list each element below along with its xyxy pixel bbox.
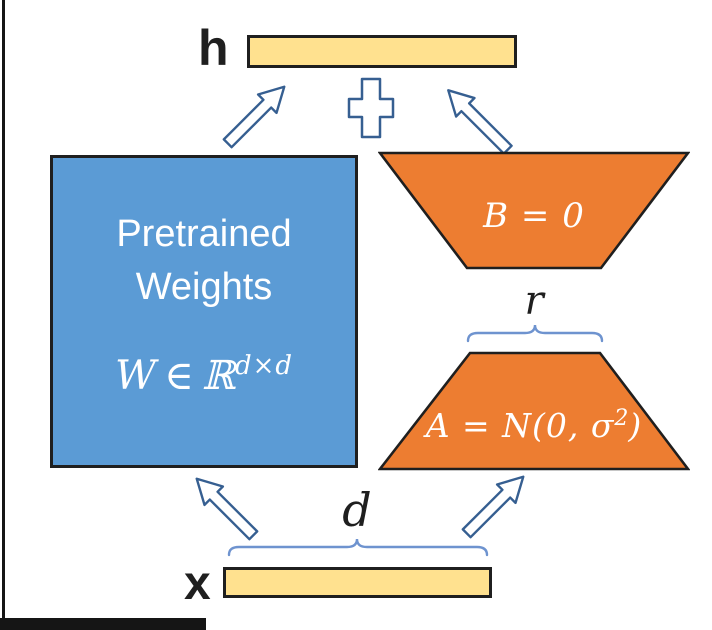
- arrow-pretrained-to-output-icon: [216, 75, 297, 156]
- rank-label: r: [524, 278, 544, 324]
- formula-variable: W: [114, 353, 157, 399]
- figure-left-border-line: [2, 0, 5, 630]
- pretrained-weights-formula: W∈ℝd×d: [53, 353, 355, 399]
- element-of-symbol: ∈: [164, 353, 194, 399]
- lora-a-matrix-trapezoid: A = N(0, σ2): [378, 351, 690, 471]
- pretrained-title-line2: Weights: [135, 266, 273, 308]
- input-dimension-brace-icon: [227, 537, 489, 562]
- pretrained-title-line1: Pretrained: [116, 213, 292, 255]
- input-vector-label: x: [184, 557, 211, 610]
- plus-icon: [347, 77, 395, 139]
- output-vector-bar: [247, 35, 517, 68]
- arrow-lora-to-output-icon: [436, 78, 519, 161]
- figure-bottom-crop-line: [0, 618, 206, 630]
- output-vector-label: h: [198, 20, 229, 76]
- pretrained-weights-box: Pretrained Weights W∈ℝd×d: [50, 155, 358, 468]
- arrow-input-to-pretrained-icon: [185, 467, 266, 548]
- lora-a-formula-main: A = N(0, σ: [425, 406, 615, 445]
- pretrained-weights-title: Pretrained Weights: [53, 208, 355, 314]
- real-numbers-symbol: ℝ: [201, 353, 235, 399]
- lora-b-formula: B = 0: [483, 196, 585, 236]
- rank-brace-icon: [466, 323, 604, 348]
- lora-a-formula-close: ): [628, 406, 643, 445]
- arrow-input-to-lora-icon: [455, 465, 536, 546]
- lora-a-formula-superscript: 2: [614, 406, 629, 431]
- input-dimension-label: d: [342, 483, 372, 537]
- lora-a-formula: A = N(0, σ2): [378, 406, 690, 445]
- input-vector-bar: [223, 567, 492, 598]
- lora-b-matrix-trapezoid: B = 0: [378, 151, 690, 271]
- formula-superscript: d×d: [234, 351, 294, 381]
